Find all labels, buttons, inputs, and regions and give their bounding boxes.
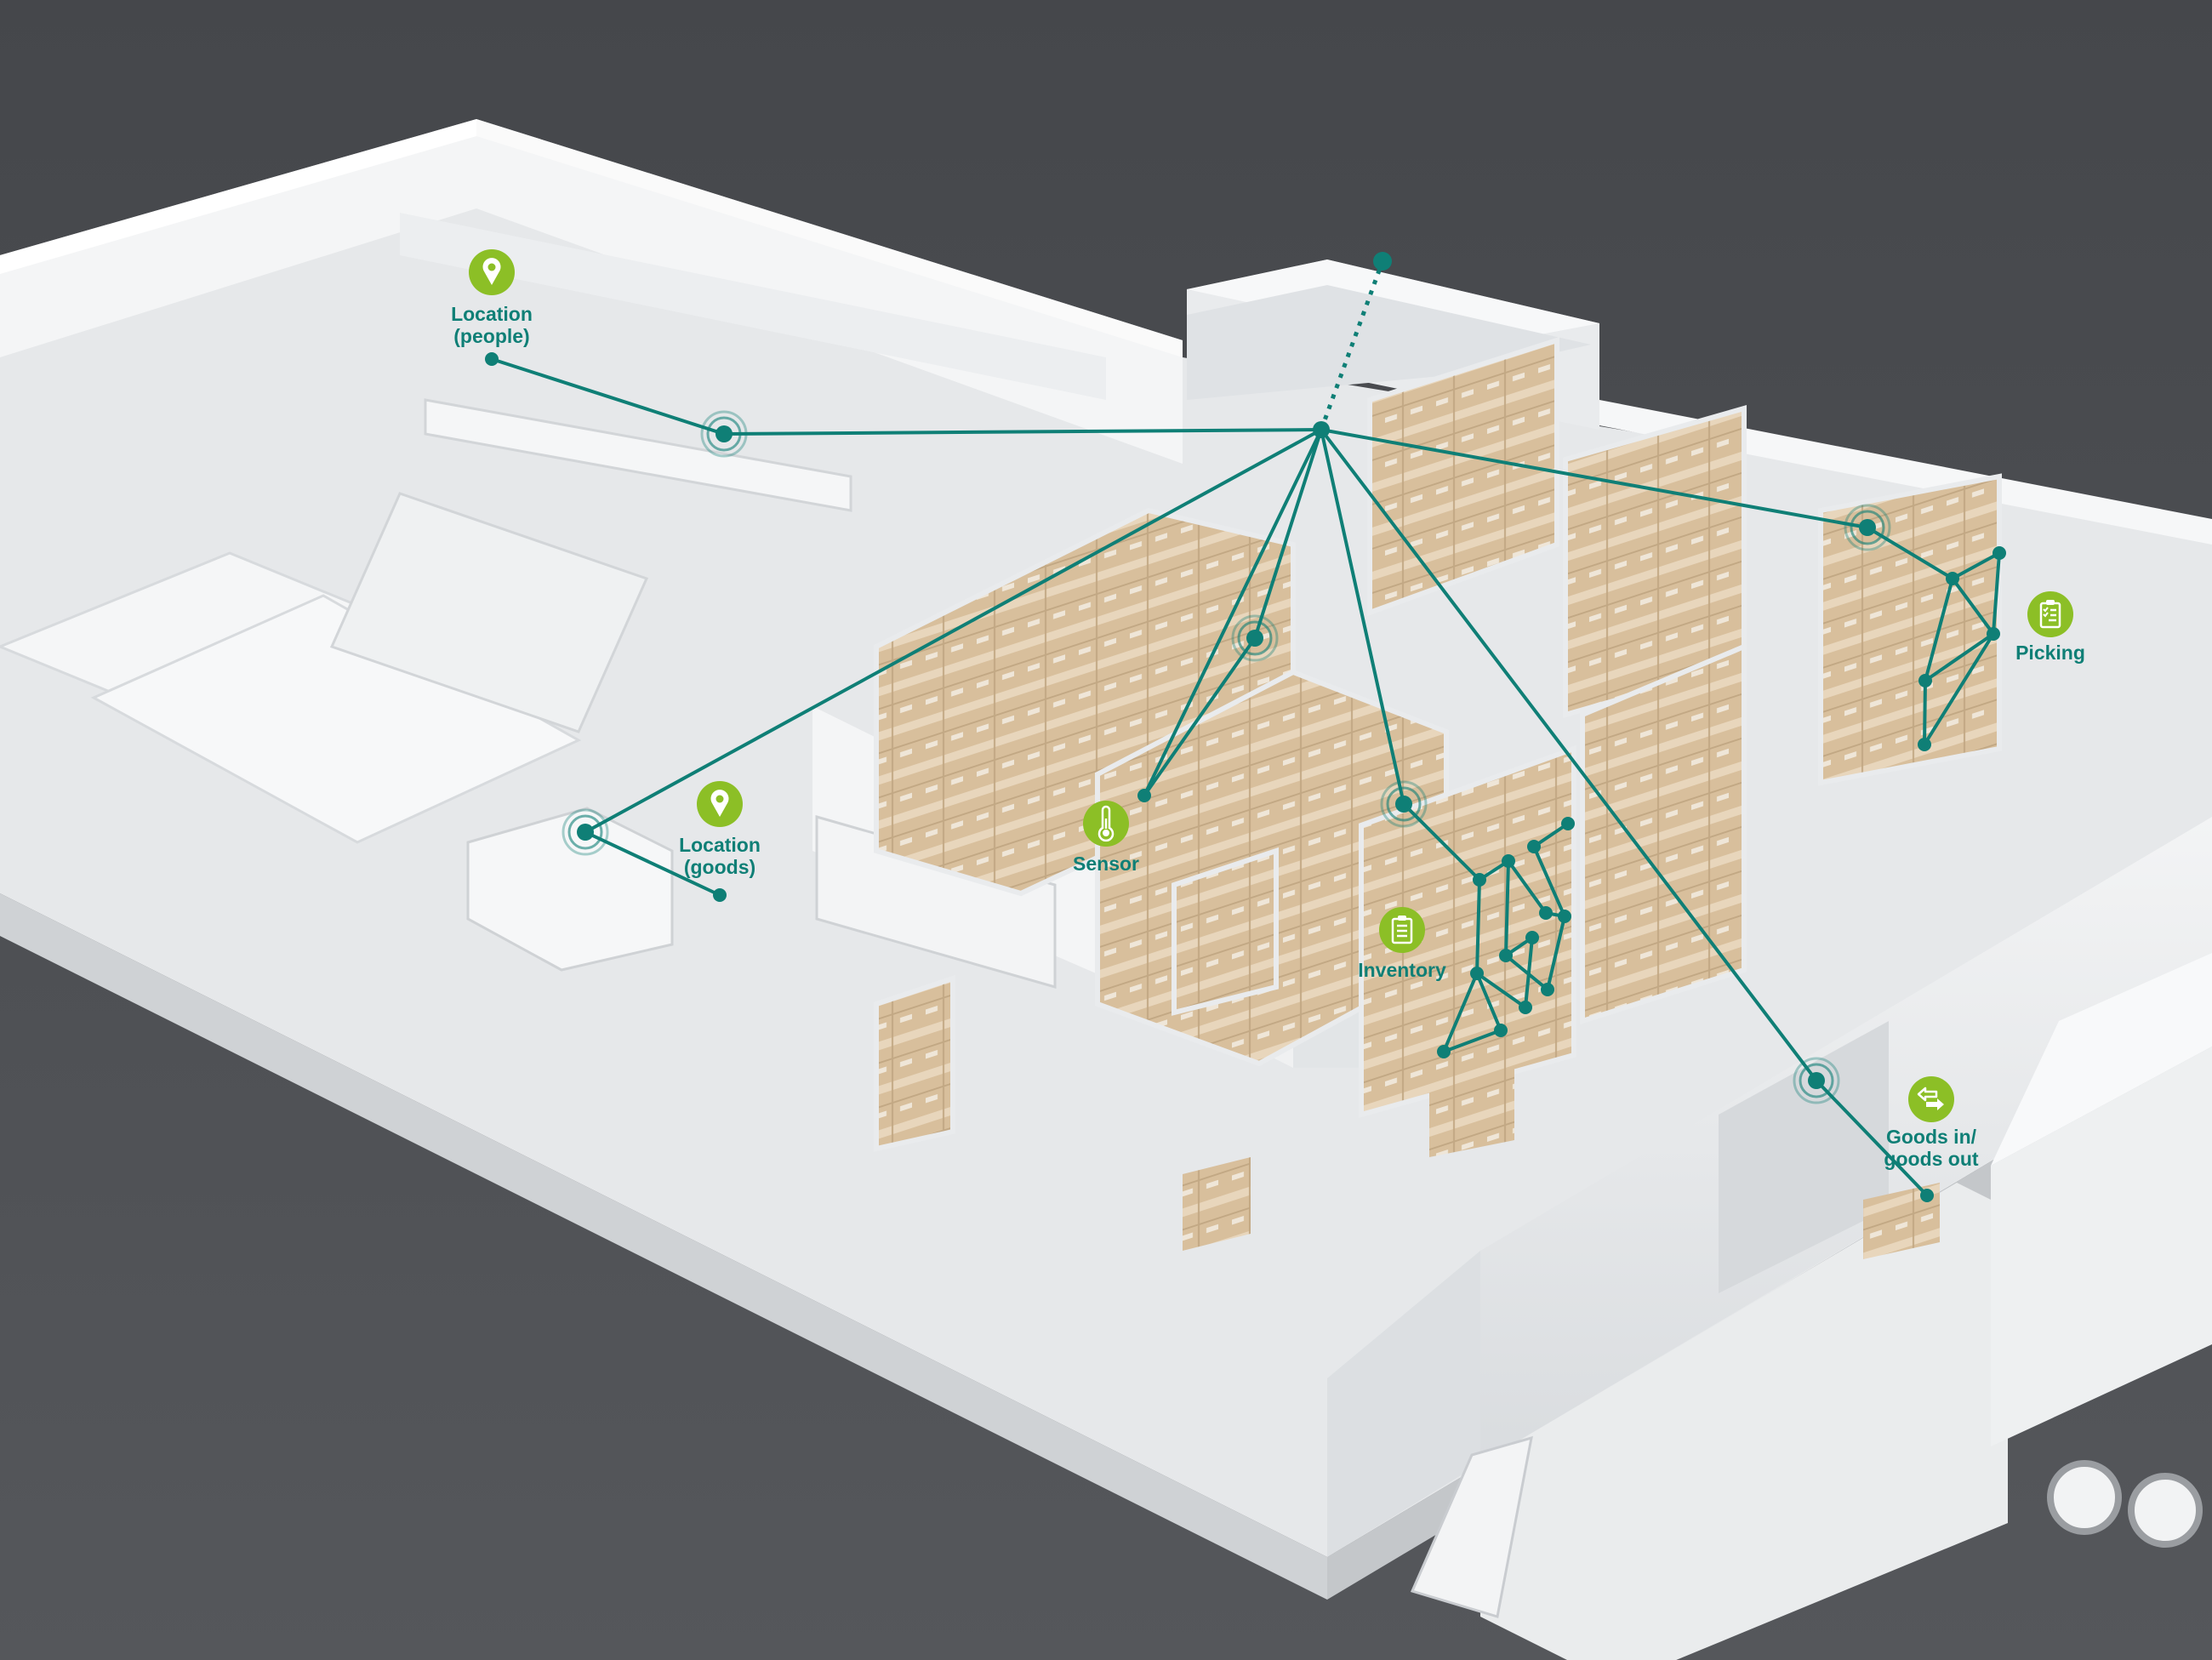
label-sensor: Sensor [1073, 853, 1139, 875]
signal-node-dock [1793, 1057, 1840, 1104]
signal-node-inventory [1380, 780, 1428, 828]
signal-nodes [562, 410, 1891, 1104]
arrows-exchange-icon [1908, 1076, 1954, 1122]
signal-node-racks [1231, 614, 1279, 662]
network-links [491, 260, 2002, 1197]
label-goods-in-out: Goods in/ goods out [1884, 1126, 1979, 1170]
label-inventory: Inventory [1358, 959, 1446, 981]
production-area [0, 398, 1057, 989]
label-location-people: Location (people) [451, 303, 533, 347]
map-pin-icon [697, 781, 743, 827]
clipboard-check-icon [2027, 591, 2073, 637]
signal-node-picking [1844, 504, 1891, 551]
clipboard-list-icon [1379, 907, 1425, 953]
signal-node-people [700, 410, 748, 458]
signal-node-goods [562, 808, 609, 856]
storage-racks [874, 336, 2002, 1259]
map-pin-icon [469, 249, 515, 295]
label-location-goods: Location (goods) [679, 834, 761, 878]
sensor-nodes [485, 252, 2006, 1202]
category-icons [469, 249, 2073, 1122]
thermometer-icon [1083, 801, 1129, 847]
label-picking: Picking [2015, 642, 2085, 664]
